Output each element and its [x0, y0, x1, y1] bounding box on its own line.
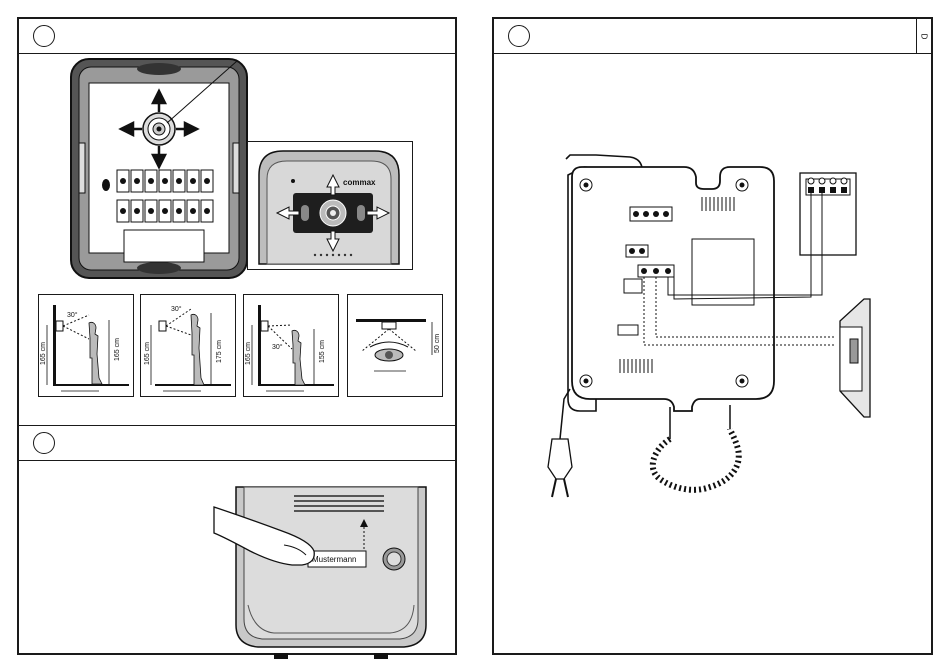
step-header-1 — [19, 19, 455, 54]
door-strike-icon — [840, 299, 870, 417]
person-height-label: 175 cm — [216, 340, 223, 363]
step-header-2 — [19, 425, 455, 461]
camera-adjust-detail-illustration: commax — [251, 145, 407, 264]
plug-icon — [548, 439, 572, 497]
outdoor-station-front-illustration — [69, 57, 249, 282]
height-figure-2: 165 cm 175 cm 30° — [140, 294, 236, 397]
brand-label: commax — [343, 178, 376, 187]
page-tag: D — [916, 19, 931, 53]
step-circle-icon — [33, 432, 55, 454]
person-height-label: 165 cm — [114, 338, 121, 361]
view-angle-label: 30° — [67, 311, 78, 319]
person-height-label: 155 cm — [319, 340, 326, 363]
view-angle-label: 30° — [272, 343, 283, 351]
step-circle-icon — [508, 25, 530, 47]
view-angle-label: 30° — [171, 305, 182, 313]
name-plate-insert-illustration: Mustermann — [214, 487, 436, 659]
distance-label: 50 cm — [434, 334, 441, 353]
mount-height-label: 165 cm — [40, 342, 47, 365]
mount-height-label: 165 cm — [144, 342, 151, 365]
mount-height-label: 165 cm — [245, 342, 252, 365]
top-view-figure: 50 cm — [347, 294, 443, 397]
right-panel: D — [492, 17, 933, 655]
step-circle-icon — [33, 25, 55, 47]
page-tag-text: D — [920, 33, 929, 39]
left-panel: commax 165 cm 165 cm 30° — [17, 17, 457, 655]
name-plate-text: Mustermann — [312, 555, 356, 564]
step-header-3: D — [494, 19, 931, 54]
height-figure-3: 165 cm 155 cm 30° — [243, 294, 339, 397]
height-figure-1: 165 cm 165 cm 30° — [38, 294, 134, 397]
indoor-monitor-wiring-illustration — [534, 149, 874, 519]
